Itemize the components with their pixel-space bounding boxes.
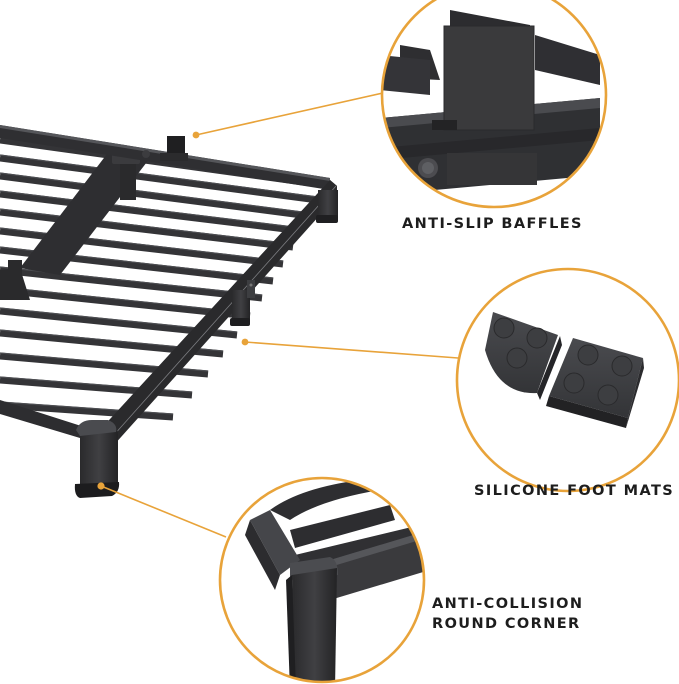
foot-mat-closeup-icon (455, 267, 679, 493)
callout-label-line: ANTI-SLIP BAFFLES (402, 216, 583, 232)
callout-ring-foot-mat (455, 267, 679, 493)
callout-label-anti-slip-baffles: ANTI-SLIP BAFFLES (402, 214, 583, 234)
callout-ring-corner (218, 476, 426, 684)
anchor-dot-baffle (192, 131, 200, 139)
anchor-dot-corner (97, 482, 105, 490)
anchor-dot-foot-mat (241, 338, 249, 346)
callout-label-silicone-foot-mats: SILICONE FOOT MATS (474, 481, 674, 501)
callout-label-line: ANTI-COLLISION (432, 596, 584, 612)
callout-label-line: SILICONE FOOT MATS (474, 483, 675, 499)
callout-ring-baffle (380, 0, 608, 209)
callout-connectors (100, 92, 459, 538)
baffle-closeup-icon (380, 0, 608, 209)
callout-label-line: ROUND CORNER (432, 616, 581, 632)
round-corner-closeup-icon (218, 476, 426, 684)
baffle-marker (167, 136, 185, 158)
callout-label-anti-collision-round-corner: ANTI-COLLISION ROUND CORNER (432, 594, 583, 634)
bed-frame (0, 125, 338, 498)
